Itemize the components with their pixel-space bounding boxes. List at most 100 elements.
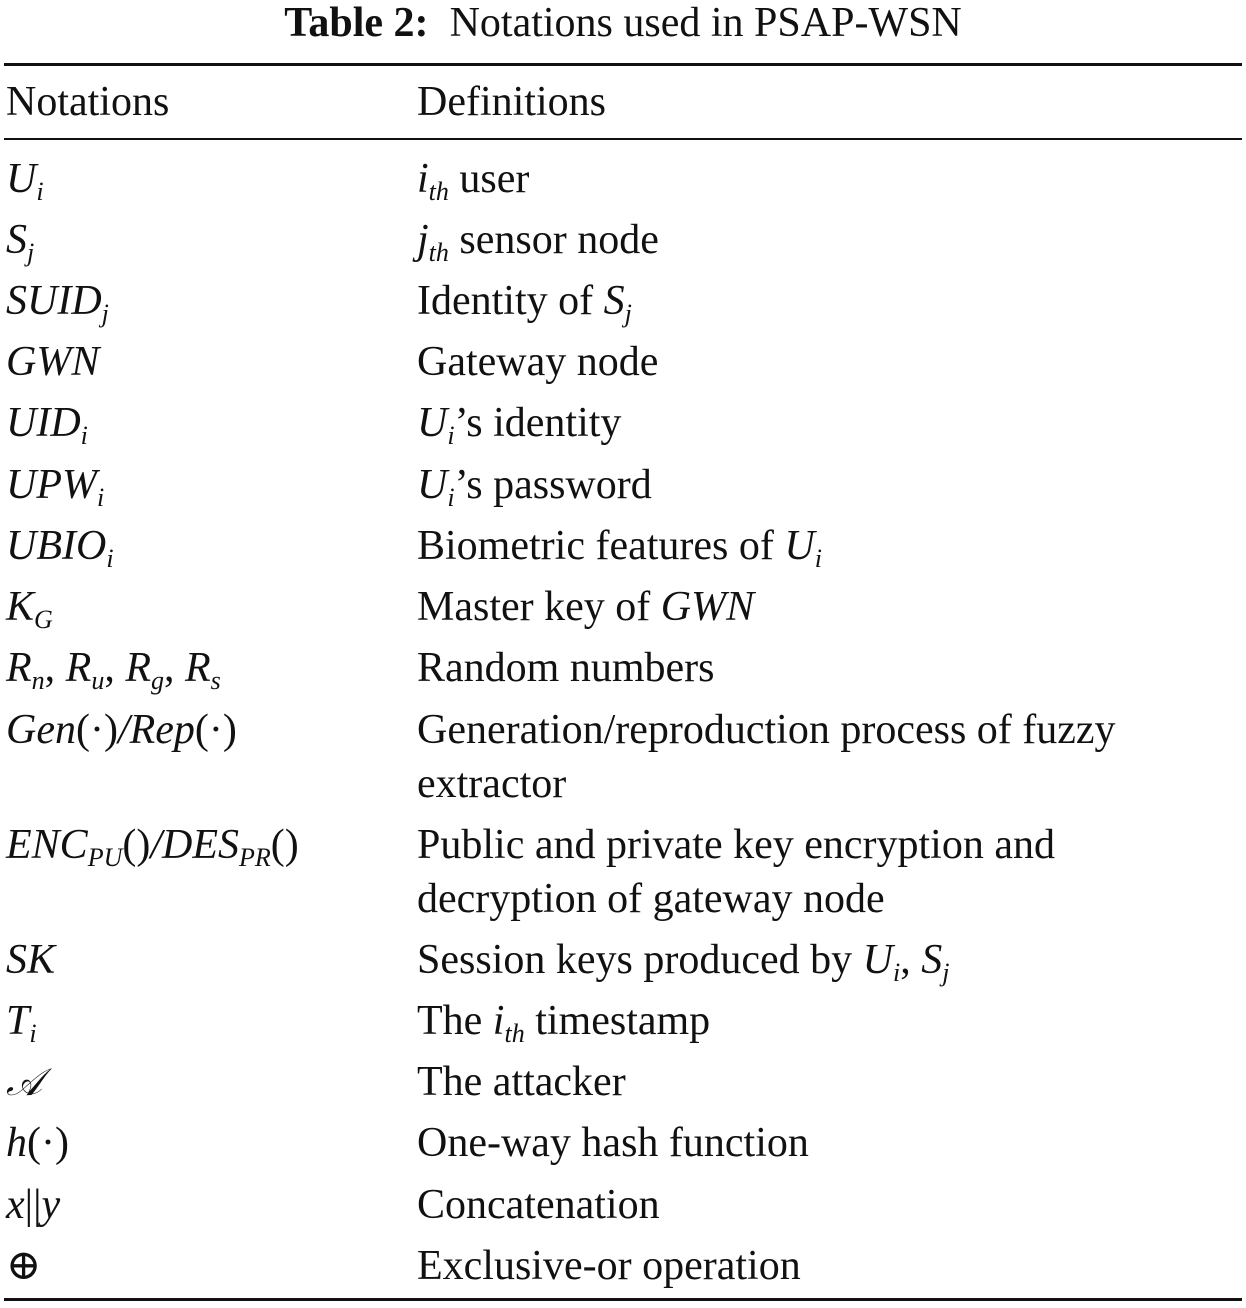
- definition-cell: Random numbers: [417, 641, 1237, 695]
- notation-cell: 𝒜: [6, 1055, 406, 1109]
- xor-symbol: ⊕: [6, 1243, 42, 1289]
- def-pre: Random numbers: [417, 645, 715, 691]
- attacker-symbol: 𝒜: [6, 1060, 42, 1104]
- notation-sub: u: [91, 666, 105, 695]
- notation-sub: i: [29, 1019, 37, 1048]
- notation-slash: /: [117, 707, 130, 753]
- notation-sub: i: [106, 544, 114, 573]
- table-caption: Table 2: Notations used in PSAP-WSN: [0, 0, 1246, 46]
- table-caption-label: Table 2:: [284, 0, 429, 46]
- def-sub: i: [447, 421, 455, 450]
- notation-base: h: [6, 1120, 27, 1166]
- notation-cell: UIDi: [6, 396, 406, 450]
- notation-cell: Sj: [6, 213, 406, 267]
- notation-func-a: ENC: [6, 822, 88, 868]
- notation-cell: SK: [6, 933, 406, 987]
- def-em: i: [492, 998, 505, 1044]
- def-em: U: [417, 400, 448, 446]
- notation-base: R: [6, 645, 32, 691]
- notation-cell: KG: [6, 580, 406, 634]
- def-sub: i: [447, 483, 455, 512]
- definition-cell: The attacker: [417, 1055, 1237, 1109]
- def-em: j: [417, 217, 429, 263]
- definition-cell: Exclusive-or operation: [417, 1239, 1237, 1293]
- def-line: Generation/reproduction process of fuzzy: [417, 707, 1116, 753]
- notation-y: y: [41, 1182, 61, 1228]
- def-line: Public and private key encryption and: [417, 822, 1055, 868]
- notation-base: UPW: [6, 462, 97, 508]
- notation-sub: i: [96, 483, 105, 512]
- def-em: i: [417, 156, 429, 202]
- notation-base: R: [65, 645, 92, 691]
- definition-cell: ith user: [417, 152, 1237, 206]
- definition-cell: Identity of Sj: [417, 274, 1237, 328]
- def-sub: th: [428, 238, 449, 267]
- notation-slash: /: [150, 822, 163, 868]
- notation-base: S: [6, 217, 27, 263]
- def-pre: The attacker: [417, 1059, 626, 1105]
- def-em: U: [417, 462, 448, 508]
- def-sub: th: [504, 1019, 525, 1048]
- notation-base: SK: [6, 937, 56, 983]
- definition-cell: Gateway node: [417, 335, 1237, 389]
- notation-sub: n: [31, 666, 45, 695]
- def-post: ’s identity: [454, 400, 622, 446]
- notation-sub: i: [80, 421, 88, 450]
- notation-sub: PU: [87, 843, 123, 872]
- notation-sub: i: [36, 177, 44, 206]
- def-pre: Biometric features of: [417, 523, 785, 569]
- def-pre: Exclusive-or operation: [417, 1243, 801, 1289]
- notation-cell: Ui: [6, 152, 406, 206]
- notation-sub: s: [210, 666, 221, 695]
- notation-base: UID: [6, 400, 81, 446]
- def-post: timestamp: [524, 998, 711, 1044]
- notation-arg-b: (·): [194, 707, 237, 753]
- notation-func-a: Gen: [6, 707, 76, 753]
- table-header-rule: [4, 138, 1242, 140]
- notation-sub: PR: [239, 843, 271, 872]
- def-pre: One-way hash function: [417, 1120, 809, 1166]
- header-definitions: Definitions: [417, 79, 606, 125]
- def-pre: Concatenation: [417, 1182, 660, 1228]
- notation-base: R: [184, 645, 211, 691]
- definition-cell: Ui’s identity: [417, 396, 1237, 450]
- definition-cell: Master key of GWN: [417, 580, 1237, 634]
- definition-cell: Public and private key encryption and dec…: [417, 818, 1237, 926]
- notation-base: K: [6, 584, 35, 630]
- notation-bars: ||: [24, 1182, 42, 1228]
- def-post: sensor node: [448, 217, 659, 263]
- notation-base: T: [6, 998, 30, 1044]
- notation-cell: ENCPU()/DESPR(): [6, 818, 406, 872]
- notation-sep: ,: [104, 645, 126, 691]
- def-line: extractor: [417, 761, 567, 807]
- table-caption-text: Notations used in PSAP-WSN: [449, 0, 962, 46]
- notation-cell: Gen(·)/Rep(·): [6, 703, 406, 757]
- def-sub2: j: [942, 958, 950, 987]
- notation-arg-b: (): [270, 822, 299, 868]
- notation-func-b: DES: [162, 822, 240, 868]
- notation-sep: ,: [44, 645, 66, 691]
- def-em: U: [862, 937, 893, 983]
- definition-cell: Ui’s password: [417, 458, 1237, 512]
- def-pre: Identity of: [417, 278, 604, 324]
- def-pre: Gateway node: [417, 339, 659, 385]
- notation-cell: UBIOi: [6, 519, 406, 573]
- notation-base: R: [125, 645, 151, 691]
- def-em: U: [784, 523, 815, 569]
- def-post: user: [448, 156, 530, 202]
- notation-func-b: Rep: [129, 707, 195, 753]
- notation-arg-a: (): [122, 822, 151, 868]
- notation-cell: Ti: [6, 994, 406, 1048]
- def-em: GWN: [660, 584, 755, 630]
- def-post: ’s password: [454, 462, 652, 508]
- notation-sub: j: [101, 299, 109, 328]
- notation-base: UBIO: [6, 523, 107, 569]
- definition-cell: Concatenation: [417, 1178, 1237, 1232]
- notation-cell: GWN: [6, 335, 406, 389]
- definition-cell: Generation/reproduction process of fuzzy…: [417, 703, 1237, 811]
- table-bottom-rule: [4, 1298, 1242, 1301]
- notation-x: x: [6, 1182, 25, 1228]
- def-sub: i: [892, 958, 901, 987]
- def-line: decryption of gateway node: [417, 876, 885, 922]
- definition-cell: Biometric features of Ui: [417, 519, 1237, 573]
